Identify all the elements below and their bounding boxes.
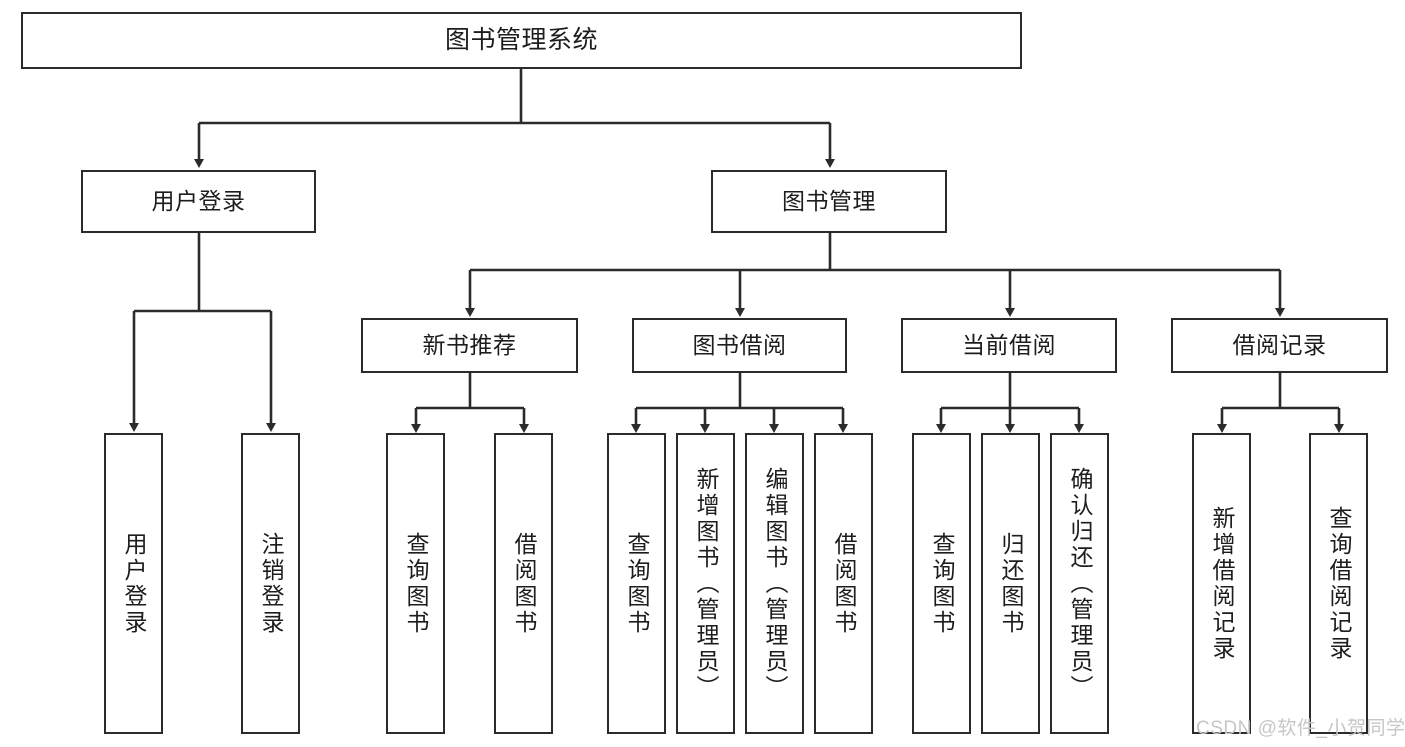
- leaf-label: 查询图书: [929, 531, 955, 636]
- leaf-label: 编辑图书（管理员）: [762, 466, 788, 701]
- node-leaf-borrow-record-add[interactable]: 新增借阅记录: [1192, 433, 1251, 734]
- leaf-label: 新增图书（管理员）: [693, 466, 719, 701]
- node-current-borrow[interactable]: 当前借阅: [901, 318, 1117, 373]
- node-root-system[interactable]: 图书管理系统: [21, 12, 1022, 69]
- node-user-login[interactable]: 用户登录: [81, 170, 316, 233]
- node-leaf-current-borrow-return[interactable]: 归还图书: [981, 433, 1040, 734]
- leaf-label: 归还图书: [998, 531, 1024, 636]
- leaf-label: 借阅图书: [511, 531, 537, 636]
- leaf-label: 查询图书: [403, 531, 429, 636]
- node-leaf-current-borrow-confirm-return[interactable]: 确认归还（管理员）: [1050, 433, 1109, 734]
- node-book-borrow[interactable]: 图书借阅: [632, 318, 847, 373]
- node-leaf-borrow-record-query[interactable]: 查询借阅记录: [1309, 433, 1368, 734]
- node-leaf-new-book-query[interactable]: 查询图书: [386, 433, 445, 734]
- node-book-management[interactable]: 图书管理: [711, 170, 947, 233]
- leaf-label: 确认归还（管理员）: [1067, 466, 1093, 701]
- node-leaf-book-borrow-edit[interactable]: 编辑图书（管理员）: [745, 433, 804, 734]
- leaf-label: 用户登录: [121, 531, 147, 636]
- csdn-watermark: CSDN @软件_小贺同学: [1196, 718, 1405, 739]
- node-borrow-record[interactable]: 借阅记录: [1171, 318, 1388, 373]
- node-leaf-new-book-borrow[interactable]: 借阅图书: [494, 433, 553, 734]
- node-new-book-recommend[interactable]: 新书推荐: [361, 318, 578, 373]
- leaf-label: 查询借阅记录: [1326, 505, 1352, 662]
- node-leaf-book-borrow-query[interactable]: 查询图书: [607, 433, 666, 734]
- node-leaf-book-borrow-add[interactable]: 新增图书（管理员）: [676, 433, 735, 734]
- node-leaf-current-borrow-query[interactable]: 查询图书: [912, 433, 971, 734]
- leaf-label: 注销登录: [258, 531, 284, 636]
- node-leaf-book-borrow-borrow[interactable]: 借阅图书: [814, 433, 873, 734]
- leaf-label: 新增借阅记录: [1209, 505, 1235, 662]
- leaf-label: 查询图书: [624, 531, 650, 636]
- node-leaf-user-login-signout[interactable]: 注销登录: [241, 433, 300, 734]
- leaf-label: 借阅图书: [831, 531, 857, 636]
- node-leaf-user-login-signin[interactable]: 用户登录: [104, 433, 163, 734]
